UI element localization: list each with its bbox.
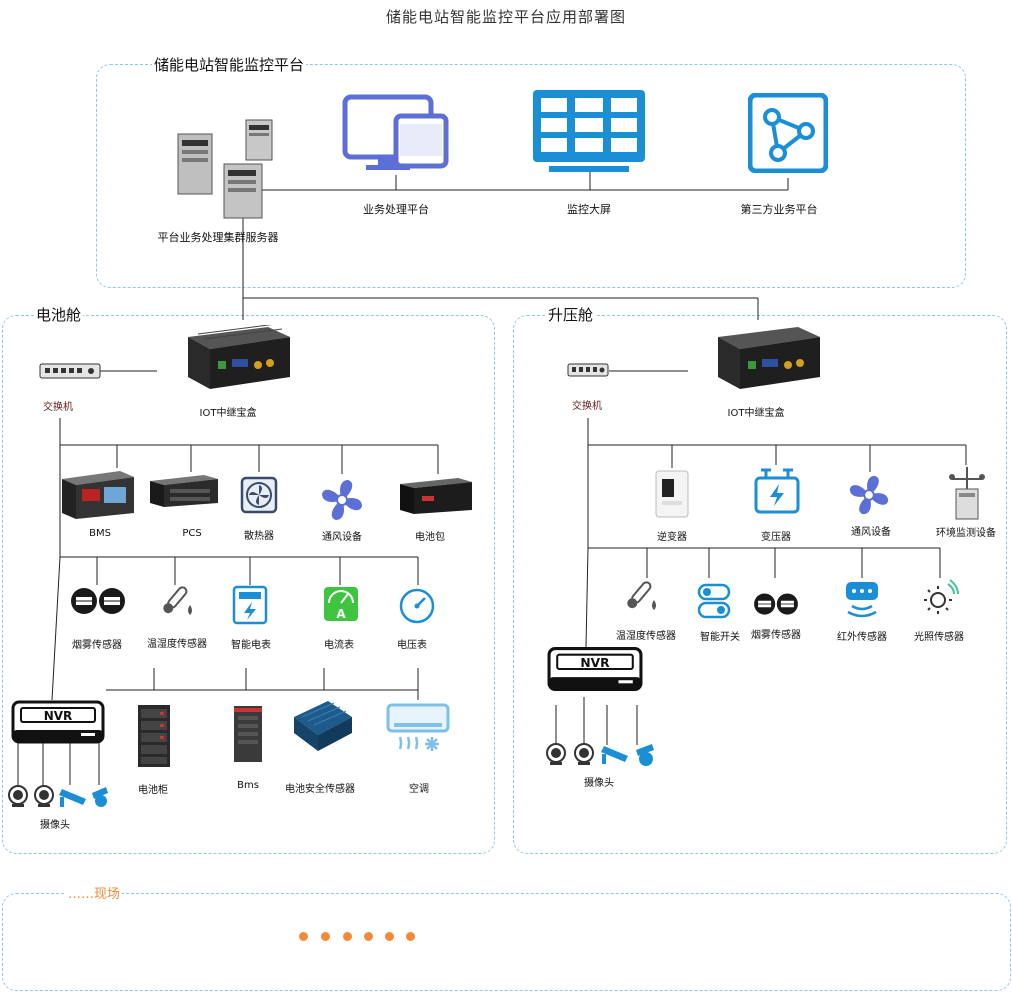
nvr-text: NVR <box>44 709 73 723</box>
boost-row1-label-4: 环境监测设备 <box>936 528 996 539</box>
row1-label-4: 通风设备 <box>322 532 362 543</box>
iot-gateway-label-boost: IOT中继宝盒 <box>727 408 785 419</box>
smart-meter-icon <box>232 585 268 625</box>
switch-label-boost: 交换机 <box>572 401 602 412</box>
transformer-icon <box>754 468 800 514</box>
platform-label: 储能电站智能监控平台 <box>152 54 307 75</box>
boost-row2-label-2: 智能开关 <box>700 632 740 643</box>
ellipsis-dot-4 <box>364 932 373 941</box>
ventilation-fan-icon <box>322 480 362 520</box>
platform-box <box>96 64 966 288</box>
battery-pack-icon <box>400 478 472 514</box>
bms-cabinet-icon <box>234 706 262 762</box>
nvr-icon: NVR <box>547 647 643 691</box>
ellipsis-dot-2 <box>321 932 330 941</box>
nvr-icon: NVR <box>11 700 105 744</box>
environment-monitor-icon <box>949 467 985 520</box>
third-party-label: 第三方业务平台 <box>740 203 818 216</box>
row2-label-1: 烟雾传感器 <box>72 640 122 651</box>
voltmeter-icon <box>399 588 435 624</box>
battery-cabin-label: 电池舱 <box>34 304 84 325</box>
row1-label-5: 电池包 <box>415 532 445 543</box>
ellipsis-dot-3 <box>343 932 352 941</box>
ellipsis-dot-5 <box>385 932 394 941</box>
row2-label-2: 温湿度传感器 <box>147 639 207 650</box>
boost-cabin-box <box>513 315 1007 854</box>
camera-group-icon <box>8 785 108 807</box>
server-cluster-icon <box>177 119 273 219</box>
battery-cabin-box <box>2 315 495 854</box>
site-label: ……现场 <box>66 883 123 902</box>
row3-label-1: 电池柜 <box>138 785 168 796</box>
boost-row1-label-1: 逆变器 <box>657 532 687 543</box>
inverter-icon <box>655 470 689 518</box>
iot-gateway-icon <box>718 327 820 389</box>
thermometer-humidity-icon <box>163 586 192 615</box>
smoke-sensor-icon <box>71 588 125 614</box>
battery-cabinet-icon <box>138 705 170 767</box>
computer-icon <box>342 94 449 170</box>
boost-row1-label-3: 通风设备 <box>851 527 891 538</box>
radiator-fan-icon <box>240 476 278 514</box>
row3-label-4: 空调 <box>409 784 429 795</box>
row1-label-1: BMS <box>89 528 111 539</box>
row3-label-3: 电池安全传感器 <box>285 784 355 795</box>
server-label: 平台业务处理集群服务器 <box>157 231 279 244</box>
svg-text:A: A <box>336 607 346 621</box>
ventilation-fan-icon <box>849 475 889 515</box>
boost-row2-label-4: 红外传感器 <box>837 632 887 643</box>
boost-row2-label-3: 烟雾传感器 <box>751 630 801 641</box>
boost-cabin-label: 升压舱 <box>546 304 596 325</box>
monitor-screen-label: 监控大屏 <box>567 203 611 216</box>
monitor-screen-icon <box>533 90 645 172</box>
iot-gateway-icon <box>188 325 290 389</box>
row2-label-3: 智能电表 <box>231 640 271 651</box>
nvr-text-boost: NVR <box>580 656 610 670</box>
camera-group-icon <box>546 743 654 766</box>
light-sensor-icon <box>924 579 959 614</box>
thermometer-humidity-icon <box>627 581 656 610</box>
row1-label-3: 散热器 <box>244 531 274 542</box>
ellipsis-dot-1 <box>299 932 308 941</box>
camera-label: 摄像头 <box>40 820 70 831</box>
bms-device-icon <box>62 471 134 519</box>
share-network-icon <box>748 93 828 173</box>
boost-row1-label-2: 变压器 <box>761 532 791 543</box>
business-platform-label: 业务处理平台 <box>363 203 429 216</box>
camera-label-boost: 摄像头 <box>584 778 614 789</box>
switch-icon <box>39 363 101 379</box>
ammeter-icon: A <box>324 587 358 621</box>
pcs-device-icon <box>150 475 218 507</box>
air-conditioner-icon <box>386 703 450 751</box>
infrared-sensor-icon <box>846 582 878 618</box>
ellipsis-dot-6 <box>406 932 415 941</box>
battery-safety-sensor-icon <box>294 701 352 751</box>
boost-row2-label-5: 光照传感器 <box>914 632 964 643</box>
iot-gateway-label: IOT中继宝盒 <box>199 408 257 419</box>
switch-label: 交换机 <box>43 402 73 413</box>
row2-label-4: 电流表 <box>324 640 354 651</box>
smart-switch-icon <box>697 583 731 619</box>
row2-label-5: 电压表 <box>397 640 427 651</box>
site-box <box>2 893 1011 991</box>
switch-icon <box>567 363 609 377</box>
smoke-sensor-icon <box>754 593 798 615</box>
row1-label-2: PCS <box>182 528 202 539</box>
page-title: 储能电站智能监控平台应用部署图 <box>385 8 626 26</box>
row3-label-2: Bms <box>237 780 259 791</box>
boost-row2-label-1: 温湿度传感器 <box>616 631 676 642</box>
